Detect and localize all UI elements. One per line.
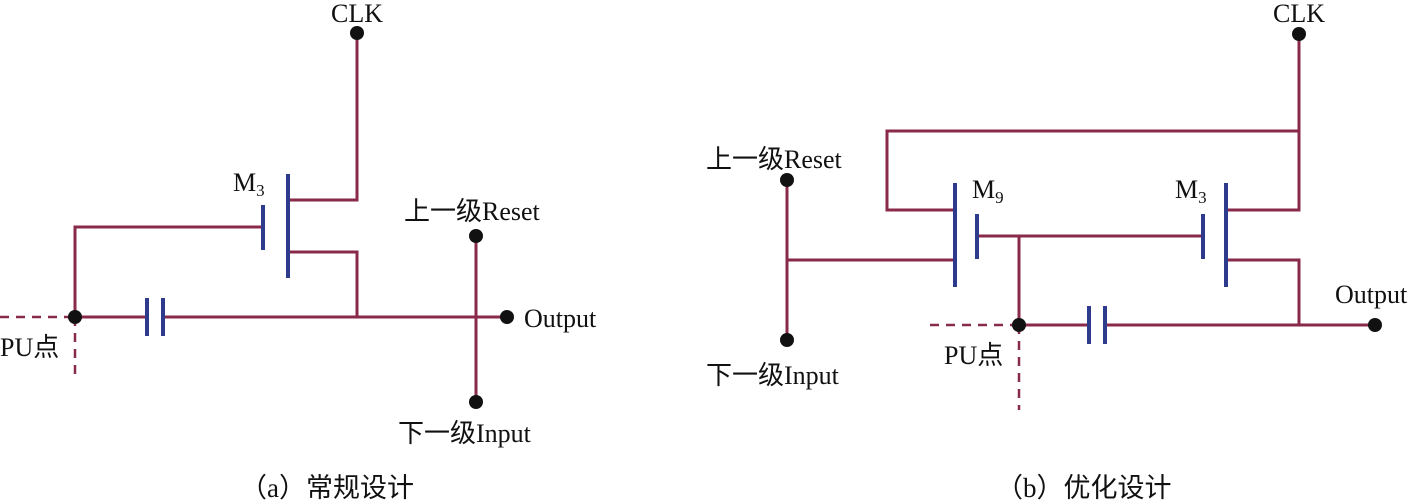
label-clk: CLK (1273, 0, 1325, 28)
node-clk (1292, 27, 1306, 41)
wire-clk-to-drain-m3 (288, 31, 359, 202)
wire-gate-m3-to-pu (73, 225, 265, 319)
label-clk: CLK (331, 0, 383, 28)
node-clk (350, 26, 364, 40)
label-output: Output (1335, 280, 1408, 309)
circuit-a: CLK M3 上一级Reset Output PU点 下一级Input （a）常… (0, 0, 597, 503)
node-output (500, 310, 514, 324)
label-reset: 上一级Reset (706, 145, 843, 174)
label-output: Output (524, 304, 597, 333)
label-input: 下一级Input (706, 361, 840, 390)
node-output (1368, 318, 1382, 332)
node-reset (469, 229, 483, 243)
node-input (780, 333, 794, 347)
label-m3: M3 (1175, 175, 1207, 207)
wire-top-loop (885, 129, 1301, 212)
caption-b: （b）优化设计 (996, 473, 1172, 503)
label-input: 下一级Input (398, 419, 532, 448)
node-input (469, 395, 483, 409)
node-pu (68, 310, 82, 324)
label-reset: 上一级Reset (404, 197, 541, 226)
wire-source-m3-to-output (288, 250, 359, 319)
caption-a: （a）常规设计 (240, 473, 414, 503)
node-reset (780, 173, 794, 187)
label-m3: M3 (233, 168, 265, 200)
node-pu (1012, 318, 1026, 332)
label-m9: M9 (972, 175, 1004, 207)
circuit-b: CLK 上一级Reset M9 M3 Output PU点 下一级Input （… (706, 0, 1408, 503)
wire-source-m3-to-output (1226, 258, 1301, 327)
label-pu: PU点 (944, 341, 1003, 370)
label-pu: PU点 (0, 333, 59, 362)
